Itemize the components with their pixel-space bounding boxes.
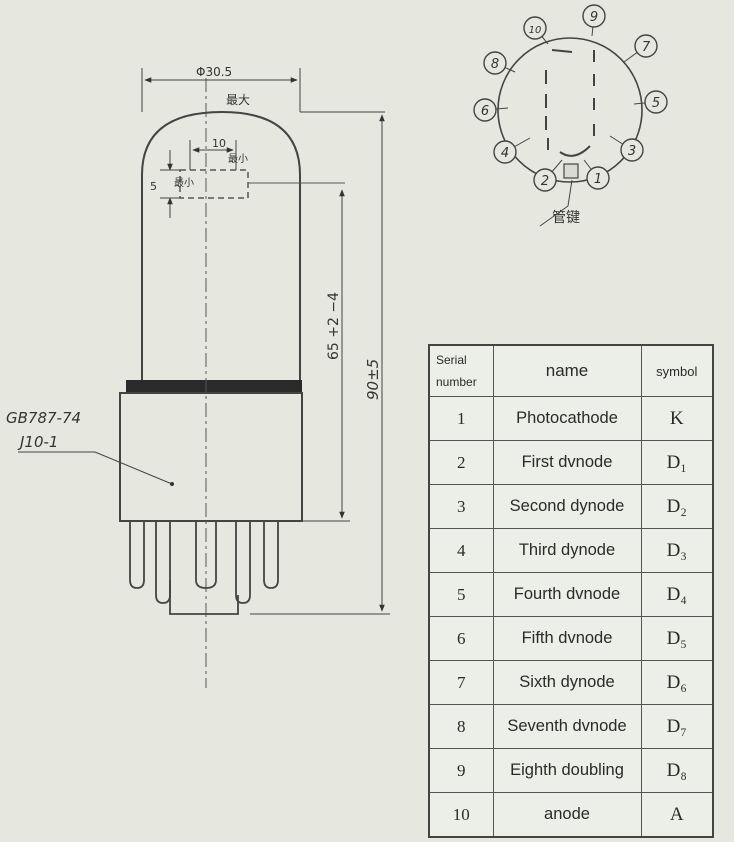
cathode-height-label: 5 xyxy=(150,180,157,193)
standard-code: GB787-74 xyxy=(6,409,81,427)
serial-cell: 3 xyxy=(428,484,494,529)
header-serial: Serial number xyxy=(428,344,494,397)
name-cell: Seventh dvnode xyxy=(492,704,642,749)
cathode-width-label: 10 xyxy=(212,137,226,150)
pin-circle xyxy=(523,16,547,40)
serial-cell: 4 xyxy=(428,528,494,573)
cathode-height-note: 最小 xyxy=(174,177,194,189)
name-cell: Fifth dvnode xyxy=(492,616,642,661)
serial-cell: 5 xyxy=(428,572,494,617)
serial-cell: 9 xyxy=(428,748,494,793)
diameter-note: 最大 xyxy=(226,93,250,107)
serial-cell: 2 xyxy=(428,440,494,485)
symbol-cell: A xyxy=(640,792,714,838)
pin-layout-diagram: 管键 1 2 3 4 5 6 7 8 9 10 xyxy=(473,4,668,227)
serial-cell: 7 xyxy=(428,660,494,705)
name-cell: Fourth dvnode xyxy=(492,572,642,617)
base-pins xyxy=(129,521,279,615)
header-name: name xyxy=(492,344,642,397)
glass-envelope xyxy=(141,110,301,382)
symbol-cell: D₇ xyxy=(640,704,714,749)
pin-circle xyxy=(586,166,610,190)
pin-circle xyxy=(620,138,644,162)
pin-number: 3 xyxy=(628,144,636,159)
symbol-cell: D₄ xyxy=(640,572,714,617)
height-total-label: 90±5 xyxy=(364,359,382,400)
pin-number: 8 xyxy=(491,57,499,72)
pin-circle xyxy=(582,4,606,28)
symbol-cell: K xyxy=(640,396,714,441)
pin-number: 9 xyxy=(590,10,598,25)
symbol-cell: D₈ xyxy=(640,748,714,793)
height-inner-label: 65 +2 −4 xyxy=(326,292,342,360)
pin-circle xyxy=(483,51,507,75)
base-code: J10-1 xyxy=(17,433,58,451)
exhaust-tube-label: 管键 xyxy=(552,210,580,226)
pin-number: 4 xyxy=(501,146,509,161)
header-symbol: symbol xyxy=(640,344,714,397)
pin-number: 6 xyxy=(481,104,489,119)
name-cell: anode xyxy=(492,792,642,838)
name-cell: Sixth dynode xyxy=(492,660,642,705)
pin-circle xyxy=(533,168,557,192)
name-cell: First dvnode xyxy=(492,440,642,485)
pin-number: 2 xyxy=(541,174,549,189)
diameter-label: Φ30.5 xyxy=(196,65,232,79)
pin-number: 5 xyxy=(652,96,660,111)
pin-circle xyxy=(644,90,668,114)
serial-cell: 10 xyxy=(428,792,494,838)
symbol-cell: D₃ xyxy=(640,528,714,573)
name-cell: Third dynode xyxy=(492,528,642,573)
pin-number: 10 xyxy=(529,25,542,36)
pin-number: 1 xyxy=(594,172,602,187)
name-cell: Photocathode xyxy=(492,396,642,441)
tube-base xyxy=(119,392,303,522)
symbol-cell: D₂ xyxy=(640,484,714,529)
name-cell: Eighth doubling xyxy=(492,748,642,793)
pin-circle xyxy=(473,98,497,122)
pin-number: 7 xyxy=(642,40,651,55)
symbol-cell: D₆ xyxy=(640,660,714,705)
black-band xyxy=(126,380,302,393)
pin-circle xyxy=(634,34,658,58)
symbol-cell: D₁ xyxy=(640,440,714,485)
serial-cell: 6 xyxy=(428,616,494,661)
pin-circle xyxy=(493,140,517,164)
serial-cell: 1 xyxy=(428,396,494,441)
symbol-cell: D₅ xyxy=(640,616,714,661)
serial-cell: 8 xyxy=(428,704,494,749)
cathode-width-note: 最小 xyxy=(228,153,248,165)
name-cell: Second dynode xyxy=(492,484,642,529)
cathode-window xyxy=(179,169,249,199)
table-header-row: Serial number name symbol xyxy=(428,344,714,397)
